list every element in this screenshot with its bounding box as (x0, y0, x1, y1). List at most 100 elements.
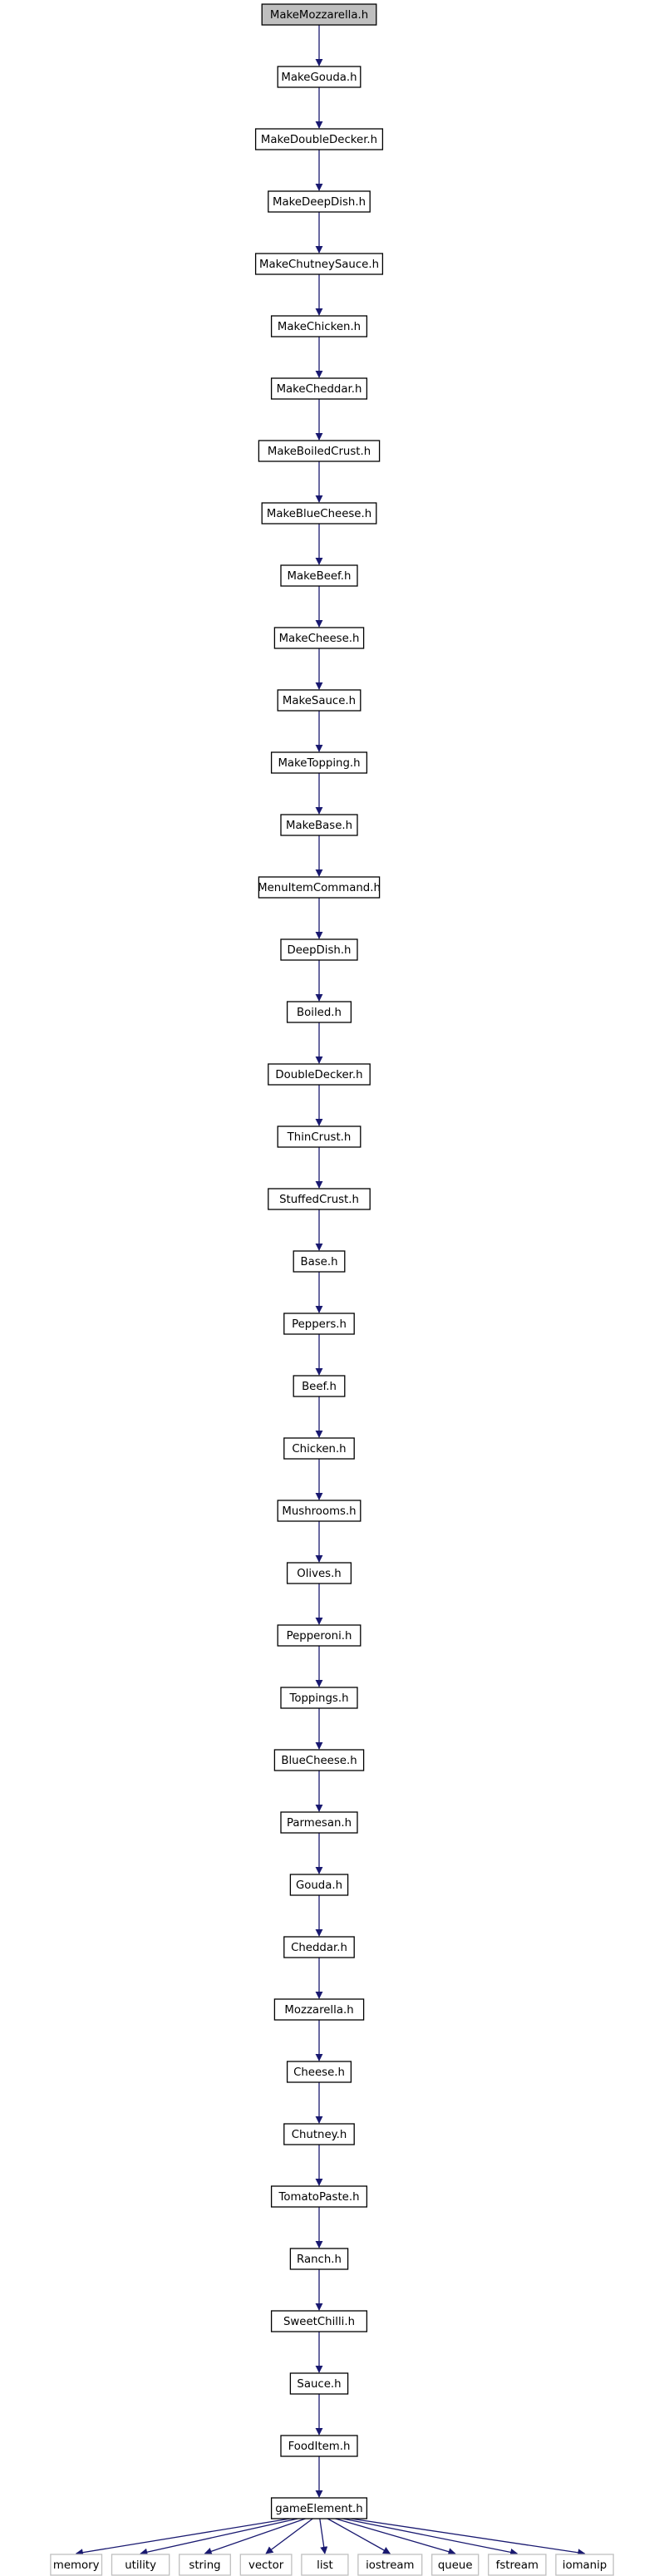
node-makesauce[interactable]: MakeSauce.h (277, 689, 362, 712)
node-sauce[interactable]: Sauce.h (289, 2372, 349, 2395)
node-makesauce-box (277, 689, 362, 712)
system-header-iomanip[interactable]: iomanip (555, 2554, 614, 2576)
node-parmesan-box (280, 1811, 358, 1834)
node-beef-label: Beef.h (302, 1381, 337, 1393)
node-makedoubledecker[interactable]: MakeDoubleDecker.h (254, 128, 384, 150)
node-makebeef-box (280, 564, 358, 587)
node-makebase-label: MakeBase.h (286, 820, 352, 832)
node-thincrust-label: ThinCrust.h (287, 1131, 352, 1144)
node-makegouda[interactable]: MakeGouda.h (277, 66, 362, 88)
system-header-string[interactable]: string (179, 2554, 231, 2576)
node-chicken-box (283, 1437, 355, 1460)
node-cheese[interactable]: Cheese.h (286, 2061, 352, 2083)
node-fooditem[interactable]: FoodItem.h (280, 2435, 358, 2457)
node-makecheese[interactable]: MakeCheese.h (273, 627, 365, 649)
node-menuitemcommand-box (258, 876, 381, 899)
node-menuitemcommand-label: MenuItemCommand.h (258, 882, 381, 894)
node-mushrooms[interactable]: Mushrooms.h (277, 1500, 362, 1522)
node-pepperoni[interactable]: Pepperoni.h (277, 1624, 362, 1647)
node-sweetchilli-box (270, 2310, 368, 2332)
node-makebase[interactable]: MakeBase.h (280, 814, 358, 836)
node-maketopping-label: MakeTopping.h (278, 757, 360, 770)
system-header-fstream-box (488, 2554, 547, 2576)
node-menuitemcommand[interactable]: MenuItemCommand.h (258, 876, 381, 899)
node-pepperoni-box (277, 1624, 362, 1647)
node-makebeef-label: MakeBeef.h (288, 570, 352, 583)
node-ranch[interactable]: Ranch.h (289, 2248, 349, 2270)
node-makechutneysauce[interactable]: MakeChutneySauce.h (254, 253, 384, 275)
node-toppings[interactable]: Toppings.h (280, 1687, 358, 1709)
node-gouda-label: Gouda.h (296, 1879, 342, 1892)
node-bluecheese[interactable]: BlueCheese.h (273, 1749, 365, 1771)
node-mozzarella-label: Mozzarella.h (284, 2004, 353, 2017)
node-base[interactable]: Base.h (293, 1250, 346, 1273)
node-doubledecker[interactable]: DoubleDecker.h (268, 1063, 371, 1086)
node-gouda[interactable]: Gouda.h (289, 1874, 349, 1896)
node-cheese-box (286, 2061, 352, 2083)
node-sweetchilli[interactable]: SweetChilli.h (270, 2310, 368, 2332)
system-header-queue[interactable]: queue (431, 2554, 480, 2576)
node-thincrust[interactable]: ThinCrust.h (277, 1125, 362, 1148)
node-makecheddar[interactable]: MakeCheddar.h (270, 377, 368, 400)
node-makemozzarella[interactable]: MakeMozzarella.h (261, 3, 377, 26)
node-mozzarella[interactable]: Mozzarella.h (273, 1998, 365, 2021)
node-cheddar[interactable]: Cheddar.h (283, 1936, 355, 1958)
node-stuffedcrust-box (268, 1188, 371, 1210)
system-header-iostream[interactable]: iostream (357, 2554, 423, 2576)
node-makedoubledecker-box (254, 128, 384, 150)
node-beef[interactable]: Beef.h (293, 1375, 346, 1397)
node-stuffedcrust[interactable]: StuffedCrust.h (268, 1188, 371, 1210)
node-maketopping[interactable]: MakeTopping.h (270, 751, 368, 774)
node-tomatopaste-box (270, 2185, 368, 2208)
node-ranch-label: Ranch.h (297, 2253, 342, 2266)
node-peppers[interactable]: Peppers.h (283, 1313, 355, 1335)
node-chutney-label: Chutney.h (292, 2129, 347, 2141)
system-header-iostream-box (357, 2554, 423, 2576)
node-gameelement[interactable]: gameElement.h (270, 2497, 368, 2519)
node-tomatopaste-label: TomatoPaste.h (278, 2191, 360, 2204)
node-makebeef[interactable]: MakeBeef.h (280, 564, 358, 587)
edges-layer (75, 25, 586, 2557)
system-header-memory[interactable]: memory (50, 2554, 103, 2576)
system-header-list[interactable]: list (301, 2554, 349, 2576)
node-olives[interactable]: Olives.h (286, 1562, 352, 1584)
system-header-fstream[interactable]: fstream (488, 2554, 547, 2576)
node-makechicken[interactable]: MakeChicken.h (270, 315, 368, 337)
node-makebluecheese[interactable]: MakeBlueCheese.h (261, 502, 377, 525)
node-deepdish[interactable]: DeepDish.h (280, 938, 358, 961)
node-makeboiledcrust[interactable]: MakeBoiledCrust.h (258, 440, 381, 462)
node-chutney[interactable]: Chutney.h (283, 2123, 355, 2145)
system-header-iomanip-box (555, 2554, 614, 2576)
node-makegouda-label: MakeGouda.h (281, 71, 357, 84)
edge-gameelement-to-utility (140, 2518, 298, 2556)
node-chicken[interactable]: Chicken.h (283, 1437, 355, 1460)
node-makecheddar-box (270, 377, 368, 400)
node-tomatopaste[interactable]: TomatoPaste.h (270, 2185, 368, 2208)
node-chicken-label: Chicken.h (292, 1443, 346, 1455)
system-header-queue-box (431, 2554, 480, 2576)
system-header-fstream-label: fstream (496, 2559, 539, 2572)
node-fooditem-label: FoodItem.h (288, 2441, 351, 2453)
node-boiled[interactable]: Boiled.h (286, 1001, 352, 1023)
node-mushrooms-box (277, 1500, 362, 1522)
node-gameelement-box (270, 2497, 368, 2519)
node-makedoubledecker-label: MakeDoubleDecker.h (261, 134, 377, 146)
nodes-layer: MakeMozzarella.hMakeGouda.hMakeDoubleDec… (50, 3, 614, 2576)
node-makedeepdish[interactable]: MakeDeepDish.h (268, 190, 371, 213)
node-sauce-box (289, 2372, 349, 2395)
node-makeboiledcrust-label: MakeBoiledCrust.h (268, 446, 371, 458)
node-sauce-label: Sauce.h (297, 2378, 341, 2391)
node-makemozzarella-box (261, 3, 377, 26)
node-makedeepdish-label: MakeDeepDish.h (273, 196, 366, 209)
node-makegouda-box (277, 66, 362, 88)
system-header-string-label: string (189, 2559, 220, 2572)
node-olives-box (286, 1562, 352, 1584)
node-parmesan[interactable]: Parmesan.h (280, 1811, 358, 1834)
node-deepdish-label: DeepDish.h (288, 944, 352, 957)
node-makecheese-label: MakeCheese.h (279, 633, 360, 645)
system-header-utility[interactable]: utility (111, 2554, 170, 2576)
system-header-iostream-label: iostream (366, 2559, 414, 2572)
system-header-queue-label: queue (438, 2559, 473, 2572)
node-makechicken-label: MakeChicken.h (278, 321, 361, 333)
system-header-vector[interactable]: vector (239, 2554, 293, 2576)
